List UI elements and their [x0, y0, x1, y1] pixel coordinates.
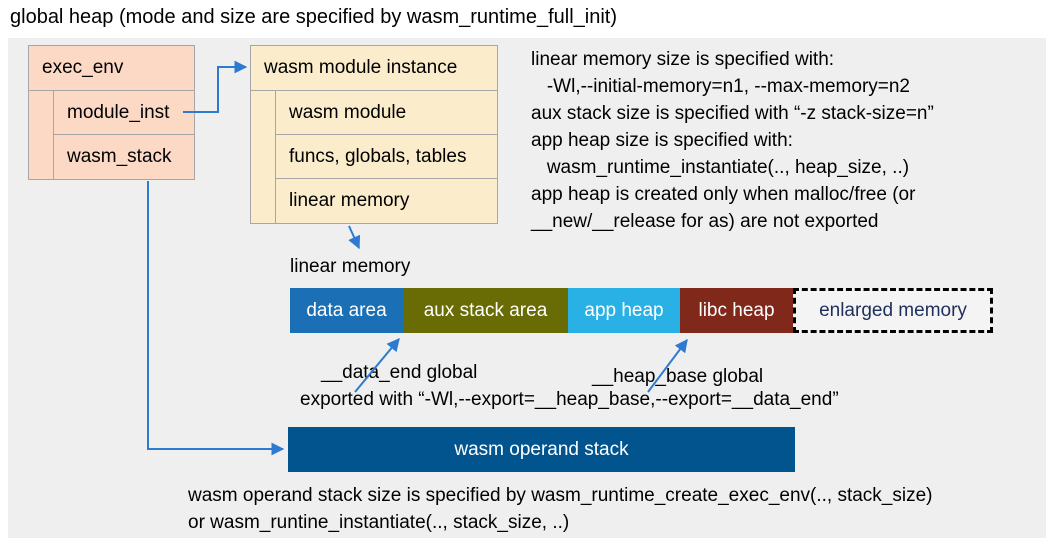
memory-segment-libc-heap: libc heap: [680, 288, 793, 333]
note-line: app heap is created only when malloc/fre…: [531, 184, 916, 205]
memory-segment-app-heap: app heap: [568, 288, 680, 333]
note-line: aux stack size is specified with “-z sta…: [531, 103, 934, 124]
caption-line: wasm operand stack size is specified by …: [188, 485, 933, 506]
notes-block: linear memory size is specified with: -W…: [531, 46, 1036, 235]
exec-env-row-module-inst: module_inst: [53, 91, 194, 135]
module-instance-row-linear-memory: linear memory: [275, 179, 497, 223]
wasm-operand-stack-bar: wasm operand stack: [288, 427, 795, 472]
exec-env-row-wasm-stack: wasm_stack: [53, 135, 194, 179]
module-instance-box: wasm module instance wasm module funcs, …: [250, 45, 498, 224]
note-line: __new/__release for as) are not exported: [531, 211, 879, 232]
exec-env-header: exec_env: [29, 46, 194, 91]
export-note: exported with “-Wl,--export=__heap_base,…: [300, 389, 839, 410]
caption-line: or wasm_runtine_instantiate(.., stack_si…: [188, 512, 570, 533]
memory-segment-aux-stack-area: aux stack area: [403, 288, 568, 333]
note-line: linear memory size is specified with:: [531, 49, 835, 70]
heap-base-global-label: __heap_base global: [592, 366, 764, 387]
note-line: -Wl,--initial-memory=n1, --max-memory=n2: [531, 76, 910, 97]
exec-env-box: exec_env module_inst wasm_stack: [28, 45, 195, 180]
linear-memory-label: linear memory: [290, 256, 411, 277]
memory-segment-data-area: data area: [290, 288, 403, 333]
diagram-title: global heap (mode and size are specified…: [10, 6, 617, 28]
note-line: wasm_runtime_instantiate(.., heap_size, …: [531, 157, 910, 178]
operand-stack-caption: wasm operand stack size is specified by …: [188, 482, 933, 536]
data-end-global-label: __data_end global: [321, 362, 478, 383]
memory-segment-enlarged-memory: enlarged memory: [793, 288, 993, 333]
module-instance-row-funcs-globals-tables: funcs, globals, tables: [275, 135, 497, 179]
module-instance-header: wasm module instance: [251, 46, 497, 91]
module-instance-row-wasm-module: wasm module: [275, 91, 497, 135]
note-line: app heap size is specified with:: [531, 130, 793, 151]
